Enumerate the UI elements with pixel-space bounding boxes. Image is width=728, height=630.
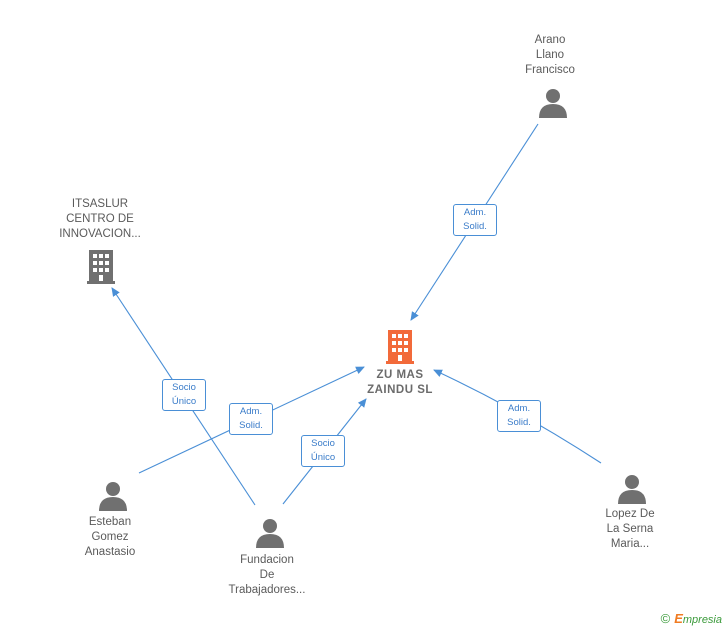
person-icon[interactable] xyxy=(539,89,567,118)
edge-label-lopez-center: Adm. Solid. xyxy=(497,400,541,432)
fundacion-label[interactable]: Fundacion De Trabajadores... xyxy=(228,554,306,596)
edge-label-arano-center: Adm. Solid. xyxy=(453,204,497,236)
brand-logo: Empresia xyxy=(674,611,722,626)
person-icon[interactable] xyxy=(618,475,646,504)
person-icon[interactable] xyxy=(256,519,284,548)
arano-label[interactable]: Arano Llano Francisco xyxy=(525,34,575,76)
edge-label-fundacion-center: Socio Único xyxy=(301,435,345,467)
building-icon[interactable] xyxy=(386,330,414,364)
itsaslur-label[interactable]: ITSASLUR CENTRO DE INNOVACION... xyxy=(59,198,141,240)
edge-label-fundacion-itsaslur: Socio Único xyxy=(162,379,206,411)
edge-label-esteban-center: Adm. Solid. xyxy=(229,403,273,435)
brand-footer: © Empresia xyxy=(661,611,722,626)
person-icon[interactable] xyxy=(99,482,127,511)
esteban-label[interactable]: Esteban Gomez Anastasio xyxy=(84,516,136,558)
center-company-label[interactable]: ZU MAS ZAINDU SL xyxy=(367,369,433,396)
building-icon[interactable] xyxy=(87,250,115,284)
copyright-icon: © xyxy=(660,611,671,626)
lopez-label[interactable]: Lopez De La Serna Maria... xyxy=(605,508,655,550)
